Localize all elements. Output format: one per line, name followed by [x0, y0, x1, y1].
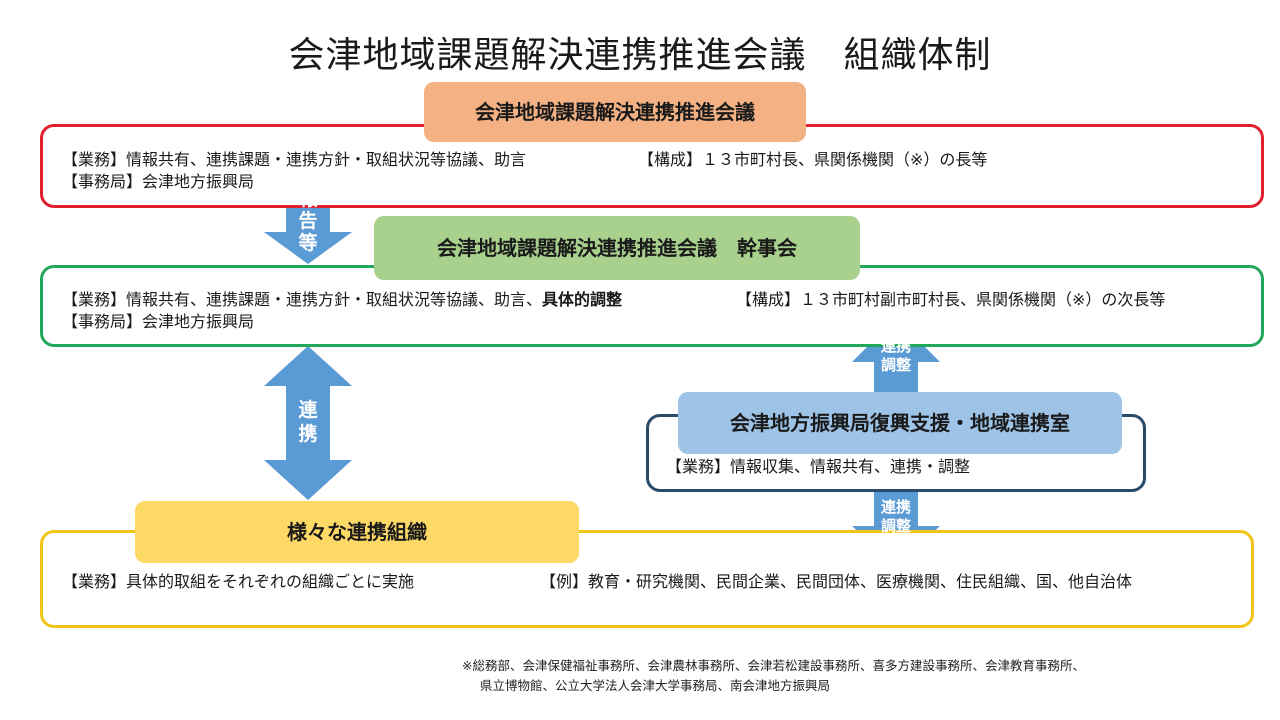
coordination-up-label: 連携調整	[880, 337, 911, 374]
council-composition: 【構成】１３市町村長、県関係機関（※）の長等	[638, 150, 988, 169]
council-secretariat: 【事務局】会津地方振興局	[62, 172, 255, 191]
council-label: 会津地域課題解決連携推進会議	[424, 82, 806, 142]
executive-composition: 【構成】１３市町村副市町村長、県関係機関（※）の次長等	[736, 290, 1166, 309]
executive-duties-bold: 具体的調整	[542, 290, 623, 309]
organizations-label: 様々な連携組織	[135, 501, 579, 563]
executive-duties: 【業務】情報共有、連携課題・連携方針・取組状況等協議、助言、具体的調整	[62, 290, 622, 310]
report-arrow-label: 報告等	[298, 188, 318, 254]
footnote-line1: ※総務部、会津保健福祉事務所、会津農林事務所、会津若松建設事務所、喜多方建設事務…	[462, 658, 1085, 673]
footnote-line2: 県立博物館、公立大学法人会津大学事務局、南会津地方振興局	[480, 678, 831, 693]
council-duties: 【業務】情報共有、連携課題・連携方針・取組状況等協議、助言	[62, 150, 527, 169]
executive-label: 会津地域課題解決連携推進会議 幹事会	[374, 216, 860, 280]
organizations-examples: 【例】教育・研究機関、民間企業、民間団体、医療機関、住民組織、国、他自治体	[540, 572, 1133, 591]
office-duties: 【業務】情報収集、情報共有、連携・調整	[666, 457, 971, 476]
executive-secretariat: 【事務局】会津地方振興局	[62, 312, 255, 331]
office-label: 会津地方振興局復興支援・地域連携室	[678, 392, 1122, 454]
coordination-up-arrow	[852, 318, 940, 392]
cooperation-double-arrow	[264, 346, 352, 500]
organizations-duties: 【業務】具体的取組をそれぞれの組織ごとに実施	[62, 572, 415, 591]
executive-duties-main: 【業務】情報共有、連携課題・連携方針・取組状況等協議、助言、	[62, 290, 543, 309]
cooperation-arrow-label: 連携	[298, 399, 318, 445]
page-title: 会津地域課題解決連携推進会議 組織体制	[288, 35, 992, 76]
coordination-down-label: 連携調整	[880, 498, 911, 535]
